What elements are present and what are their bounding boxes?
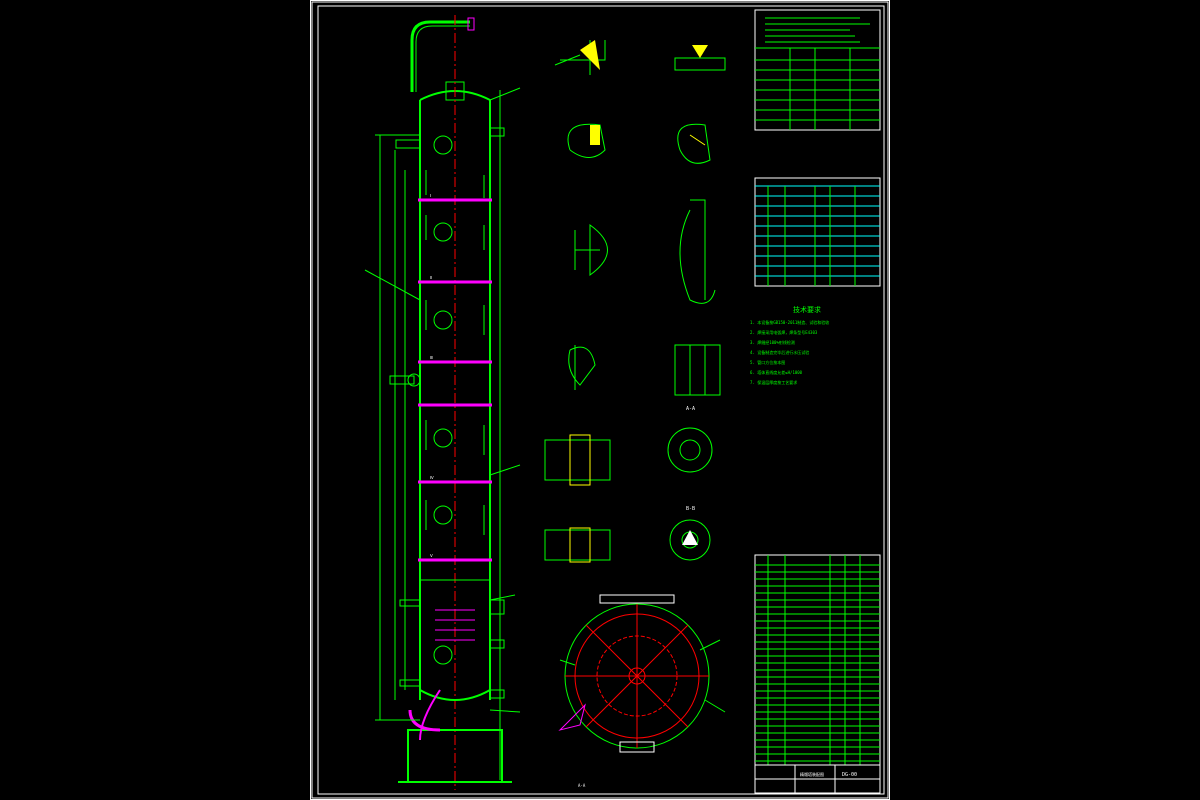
svg-text:Ⅴ: Ⅴ: [430, 553, 433, 558]
title-block: [754, 764, 881, 794]
plan-view: [558, 594, 726, 753]
parts-list-table: [754, 554, 881, 766]
nozzle-table: [754, 177, 881, 287]
detail-views: [544, 40, 726, 563]
inner-frame: [317, 5, 885, 795]
design-table: [754, 9, 881, 131]
svg-text:Ⅰ: Ⅰ: [430, 193, 431, 198]
svg-text:Ⅱ: Ⅱ: [430, 275, 432, 280]
svg-text:Ⅲ: Ⅲ: [430, 355, 433, 360]
tower-column: Ⅰ Ⅱ Ⅲ Ⅳ Ⅴ: [364, 15, 521, 790]
outer-frame: [311, 1, 889, 799]
svg-text:Ⅳ: Ⅳ: [430, 475, 434, 480]
